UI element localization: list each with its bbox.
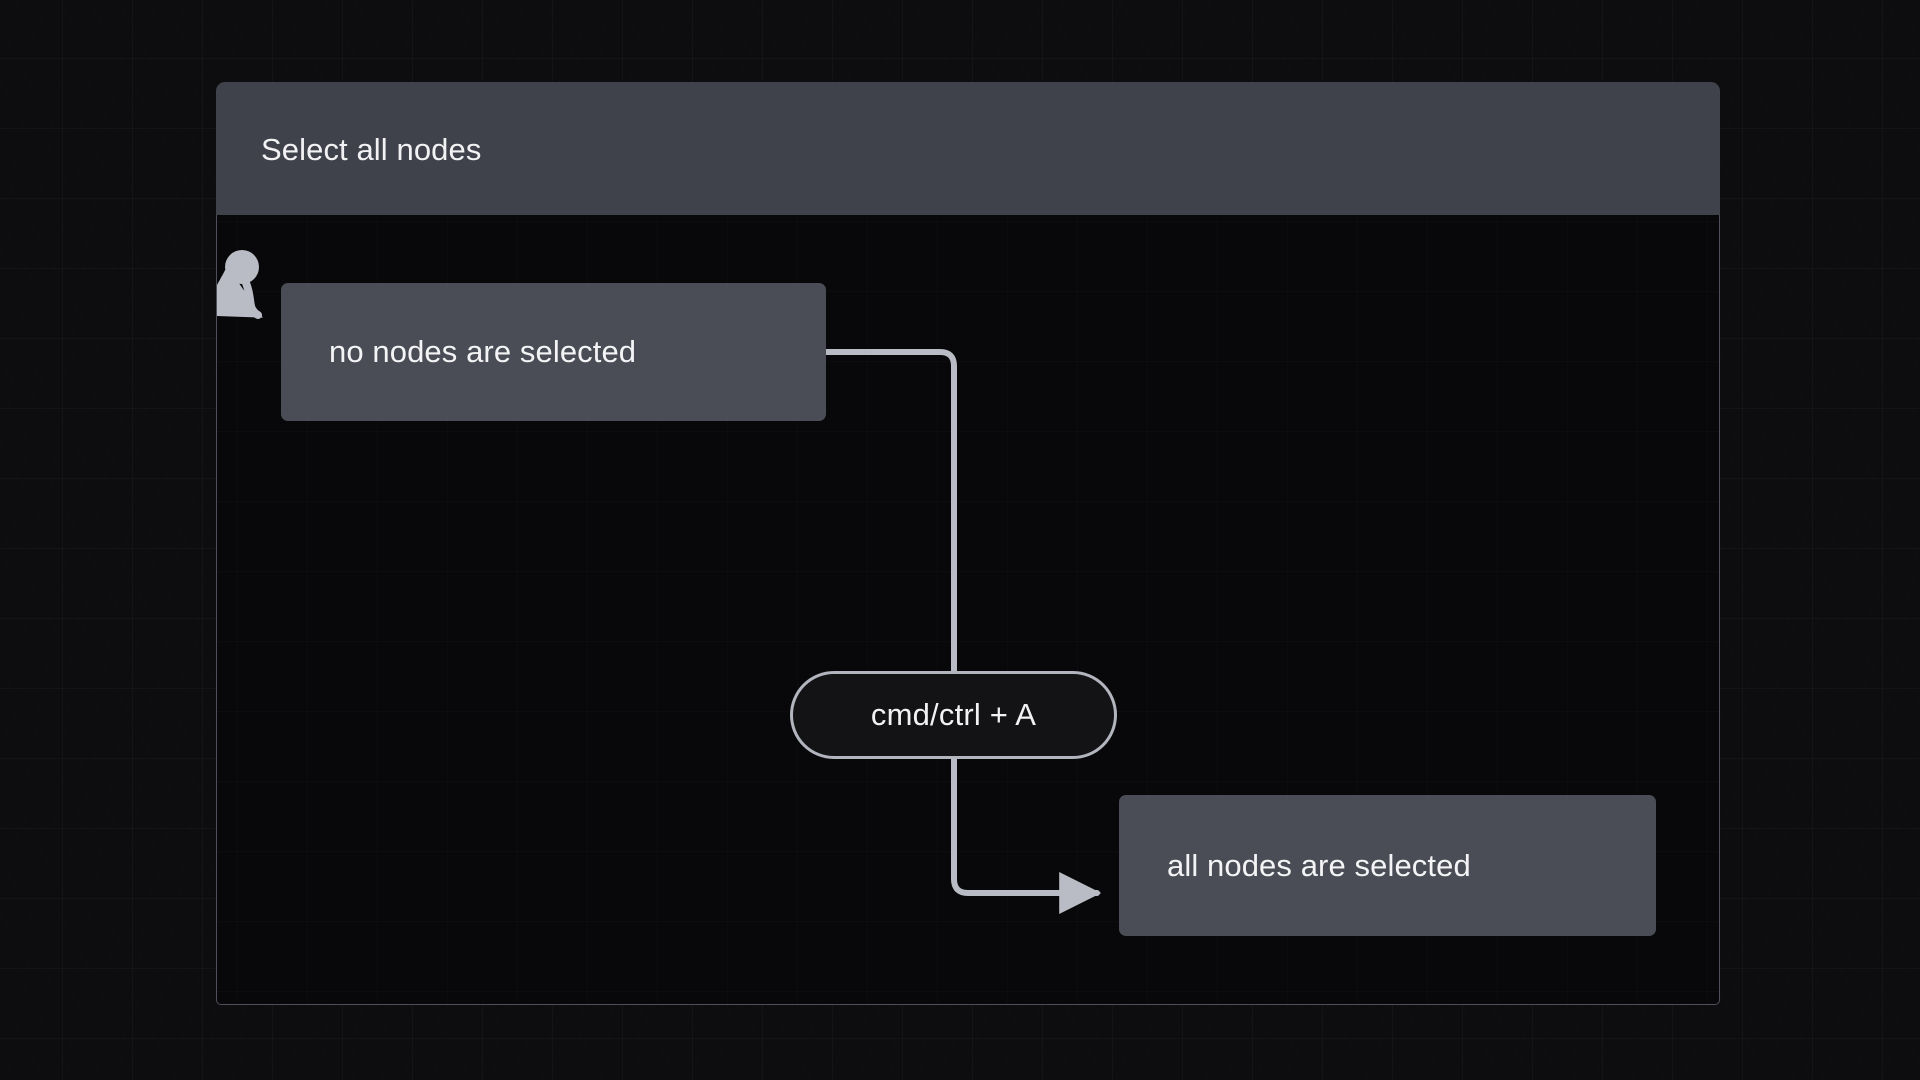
diagram-panel: Select all nodes no nodes are selected bbox=[216, 82, 1720, 1005]
transition-label-text: cmd/ctrl + A bbox=[870, 697, 1037, 732]
diagram-canvas[interactable]: no nodes are selected cmd/ctrl + A all n… bbox=[216, 215, 1720, 1005]
state-node-label: no nodes are selected bbox=[329, 334, 637, 369]
diagram-edges bbox=[217, 250, 1720, 1005]
initial-state-circle bbox=[225, 250, 259, 284]
initial-state-connector bbox=[217, 266, 263, 319]
page-title: Select all nodes bbox=[261, 132, 482, 167]
state-node-no-nodes-selected[interactable]: no nodes are selected bbox=[281, 283, 826, 421]
transition-label-cmd-ctrl-a[interactable]: cmd/ctrl + A bbox=[790, 671, 1117, 759]
state-node-label: all nodes are selected bbox=[1167, 847, 1471, 883]
state-node-all-nodes-selected[interactable]: all nodes are selected bbox=[1119, 795, 1656, 936]
panel-header: Select all nodes bbox=[216, 82, 1720, 215]
edge-start-to-end bbox=[823, 349, 1097, 893]
